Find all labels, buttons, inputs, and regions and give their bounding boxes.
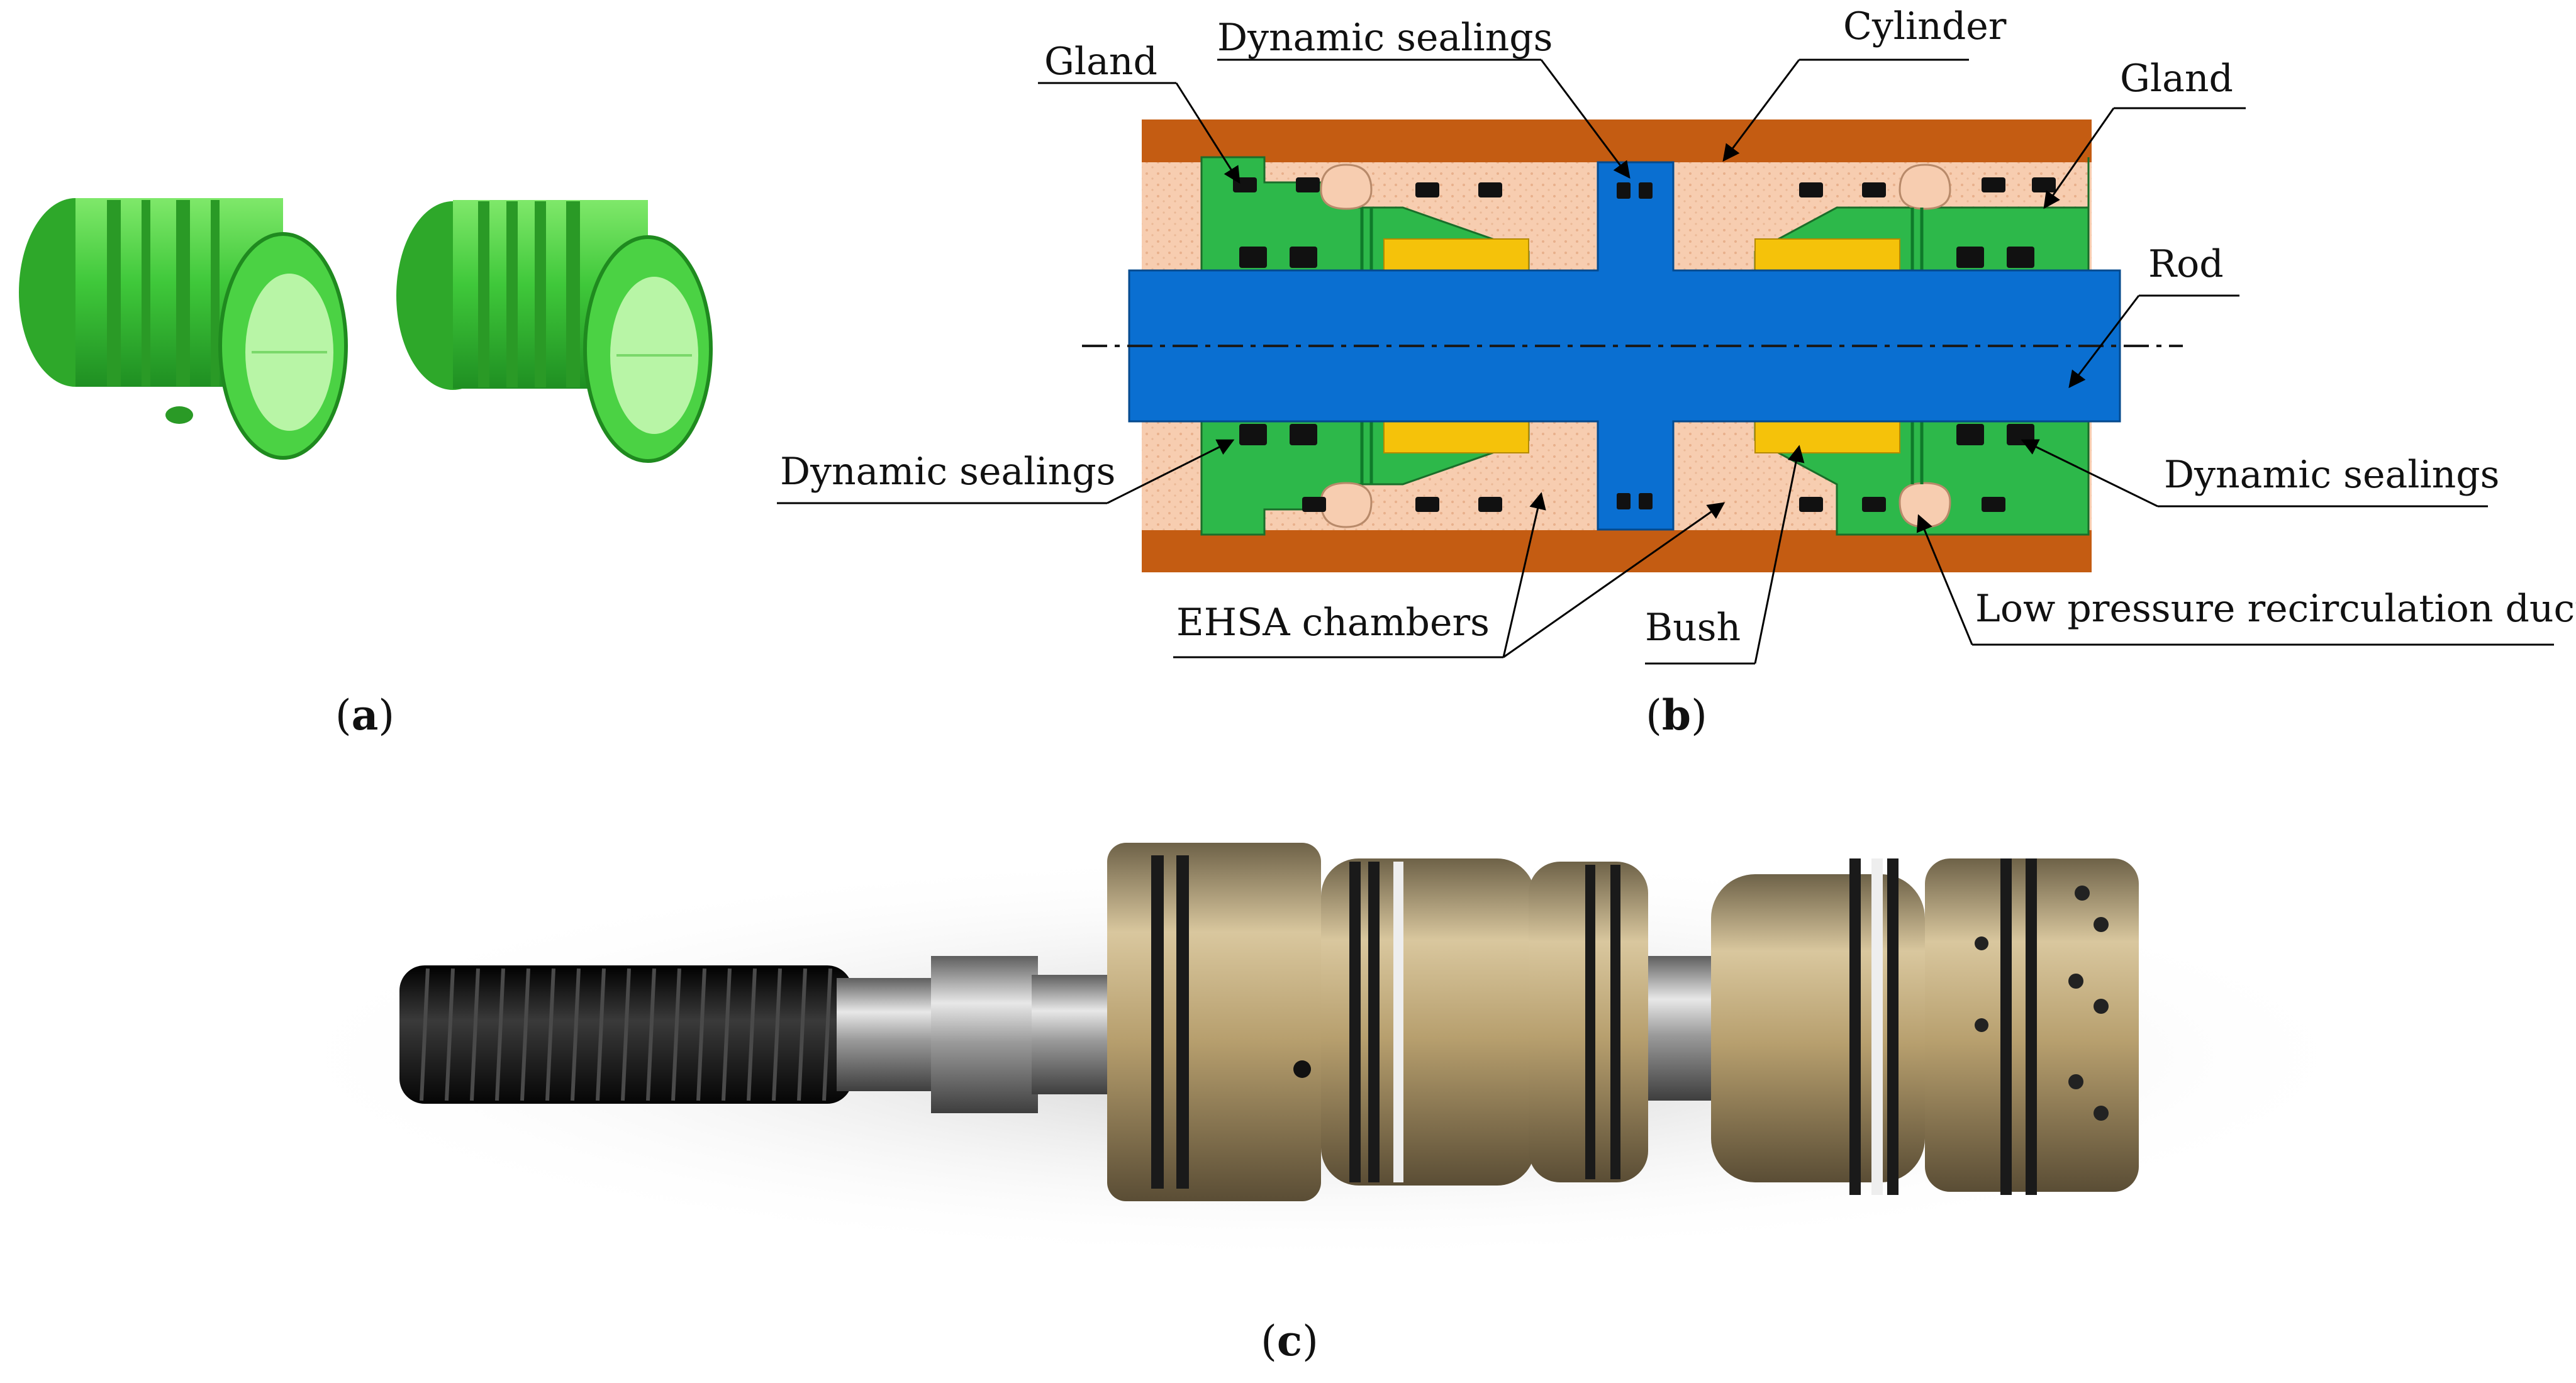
label-dynamic-sealings-top: Dynamic sealings [1217,16,1553,60]
label-gland-left: Gland [1044,40,1157,84]
panel-c-photo: (c) [252,843,2390,1365]
label-cylinder: Cylinder [1843,4,2007,48]
gland-3d-left [19,198,348,460]
label-dynamic-sealings-right: Dynamic sealings [2164,453,2499,497]
caption-c: (c) [1261,1316,1319,1365]
panel-a-glands: (a) [19,198,713,740]
rod-and-piston [1128,161,2121,531]
label-dynamic-sealings-left: Dynamic sealings [780,450,1115,494]
bush-left-top [1383,238,1529,271]
label-gland-right: Gland [2120,57,2233,101]
panel-b-cross-section: Gland Dynamic sealings Cylinder Gland Ro… [777,4,2576,740]
seal-elements [1233,177,2056,512]
bush-right-top [1754,238,1900,271]
label-ehsa-chambers: EHSA chambers [1176,601,1490,645]
caption-a: (a) [335,691,394,740]
label-low-pressure-duct: Low pressure recirculation duct [1975,587,2576,631]
hex-nut [931,956,1038,1113]
caption-b: (b) [1646,691,1707,740]
gland-3d-right [396,200,713,463]
gland-photo-1 [1107,843,1321,1201]
label-rod: Rod [2148,242,2224,286]
label-bush: Bush [1645,606,1741,650]
